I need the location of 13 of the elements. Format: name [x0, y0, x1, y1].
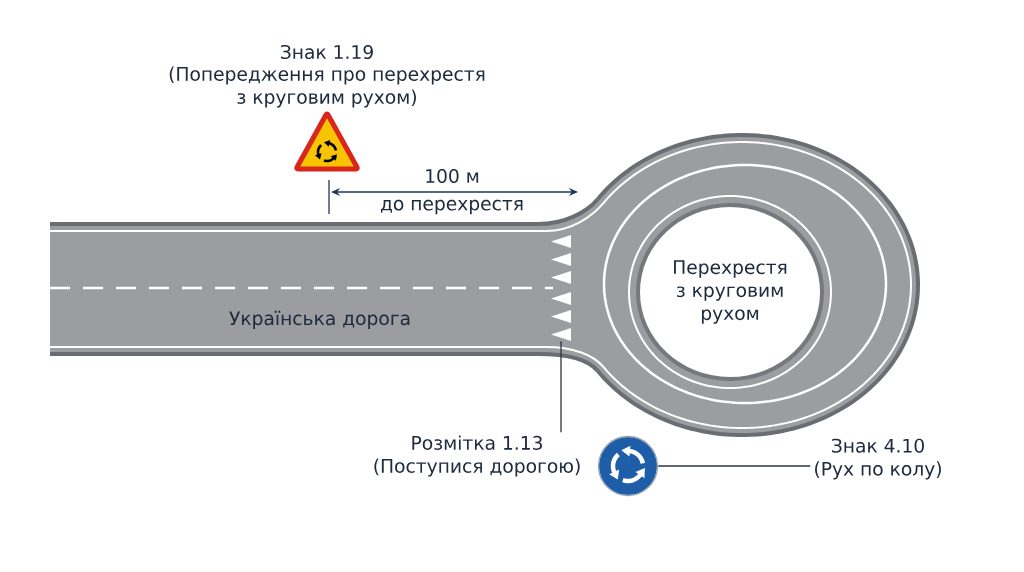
leader-line [657, 465, 811, 467]
yield-markings [551, 235, 571, 341]
leader-line [560, 340, 562, 433]
warning-sign [294, 111, 360, 172]
central-island: Перехрестя з круговим рухом [636, 203, 824, 381]
dimension-label: до перехрестя [380, 199, 523, 215]
sign-caption: (Попередження про перехрестя з круговим рухом) [169, 66, 485, 108]
sign-caption: Знак 1.19 [281, 44, 373, 60]
callout-label: Знак 4.10 (Рух по колу) [815, 438, 941, 480]
callout-label: Розмітка 1.13 (Поступися дорогою) [374, 435, 580, 477]
node-label: Українська дорога [229, 310, 410, 329]
dimension-label: 100 м [426, 168, 479, 184]
roundabout-sign [597, 435, 659, 497]
